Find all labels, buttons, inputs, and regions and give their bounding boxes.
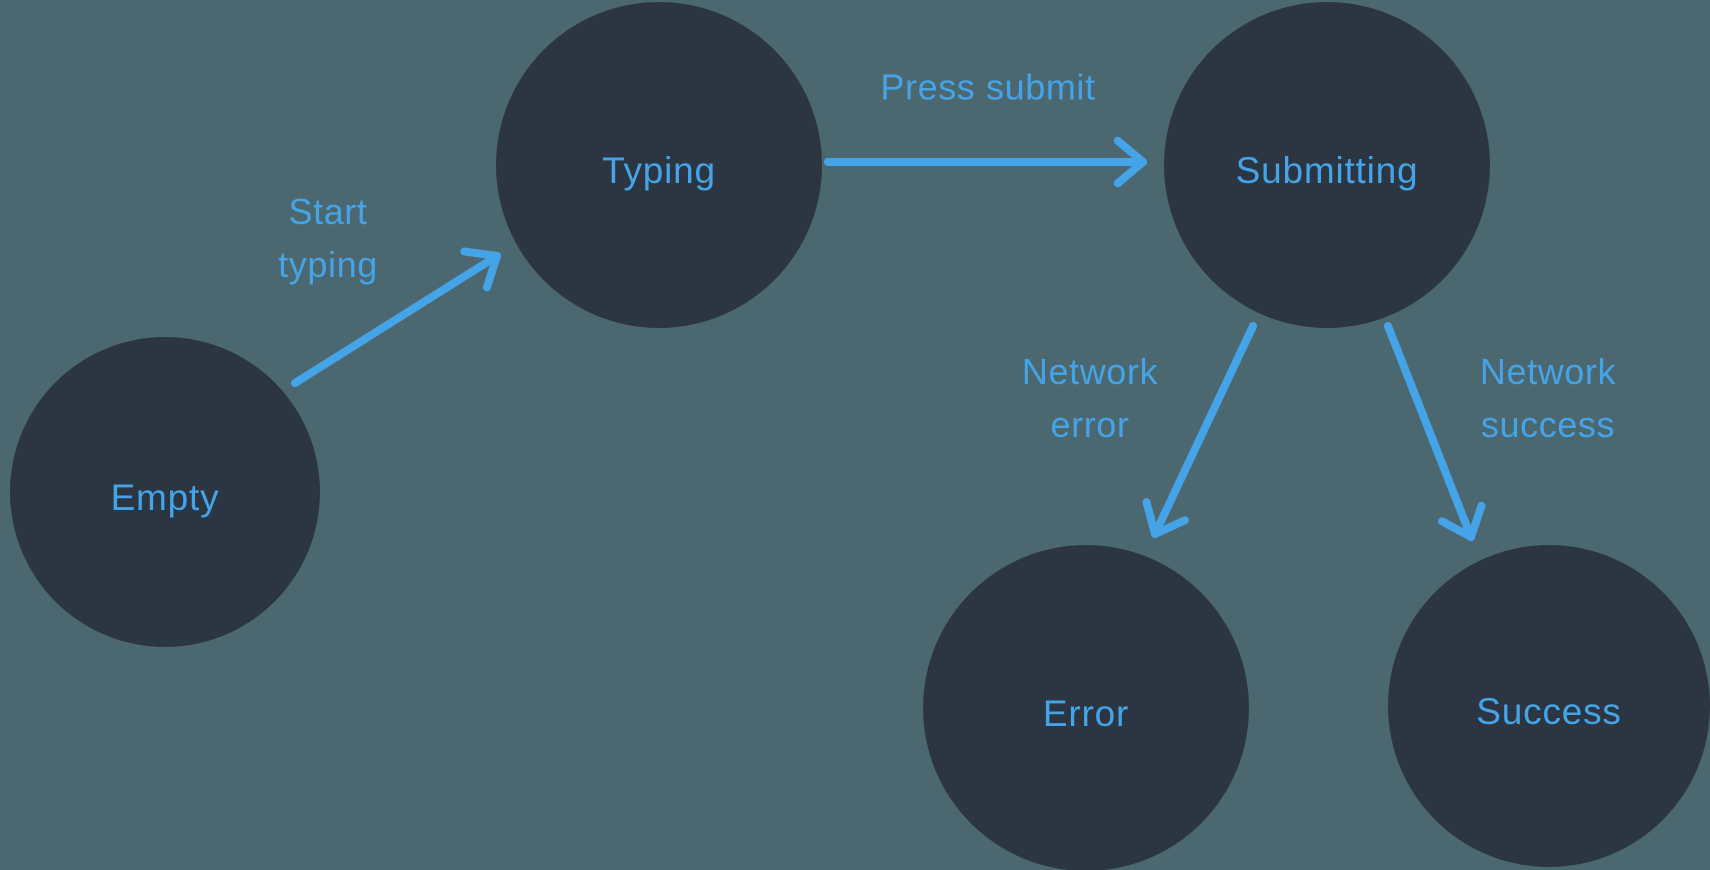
transition-arrow-network-error (1142, 322, 1257, 538)
transition-arrow-press-submit (824, 136, 1147, 188)
edge-label-start-typing: Start typing (278, 191, 378, 285)
edge-label-network-success: Network success (1479, 351, 1617, 445)
state-node-submitting-label: Submitting (1235, 150, 1419, 191)
state-node-typing-label: Typing (602, 150, 716, 191)
state-node-success-label: Success (1476, 691, 1622, 732)
state-node-submitting: Submitting (1164, 2, 1490, 328)
transition-arrow-start-typing (291, 247, 501, 387)
state-node-empty: Empty (10, 337, 320, 647)
state-node-empty-label: Empty (110, 477, 220, 518)
state-node-error: Error (923, 545, 1249, 870)
state-node-success: Success (1388, 545, 1710, 867)
state-node-typing: Typing (496, 2, 822, 328)
edge-label-press-submit: Press submit (880, 66, 1096, 108)
edge-label-network-error: Network error (1021, 351, 1159, 445)
transition-arrow-network-success (1384, 322, 1486, 541)
state-node-error-label: Error (1042, 693, 1130, 734)
